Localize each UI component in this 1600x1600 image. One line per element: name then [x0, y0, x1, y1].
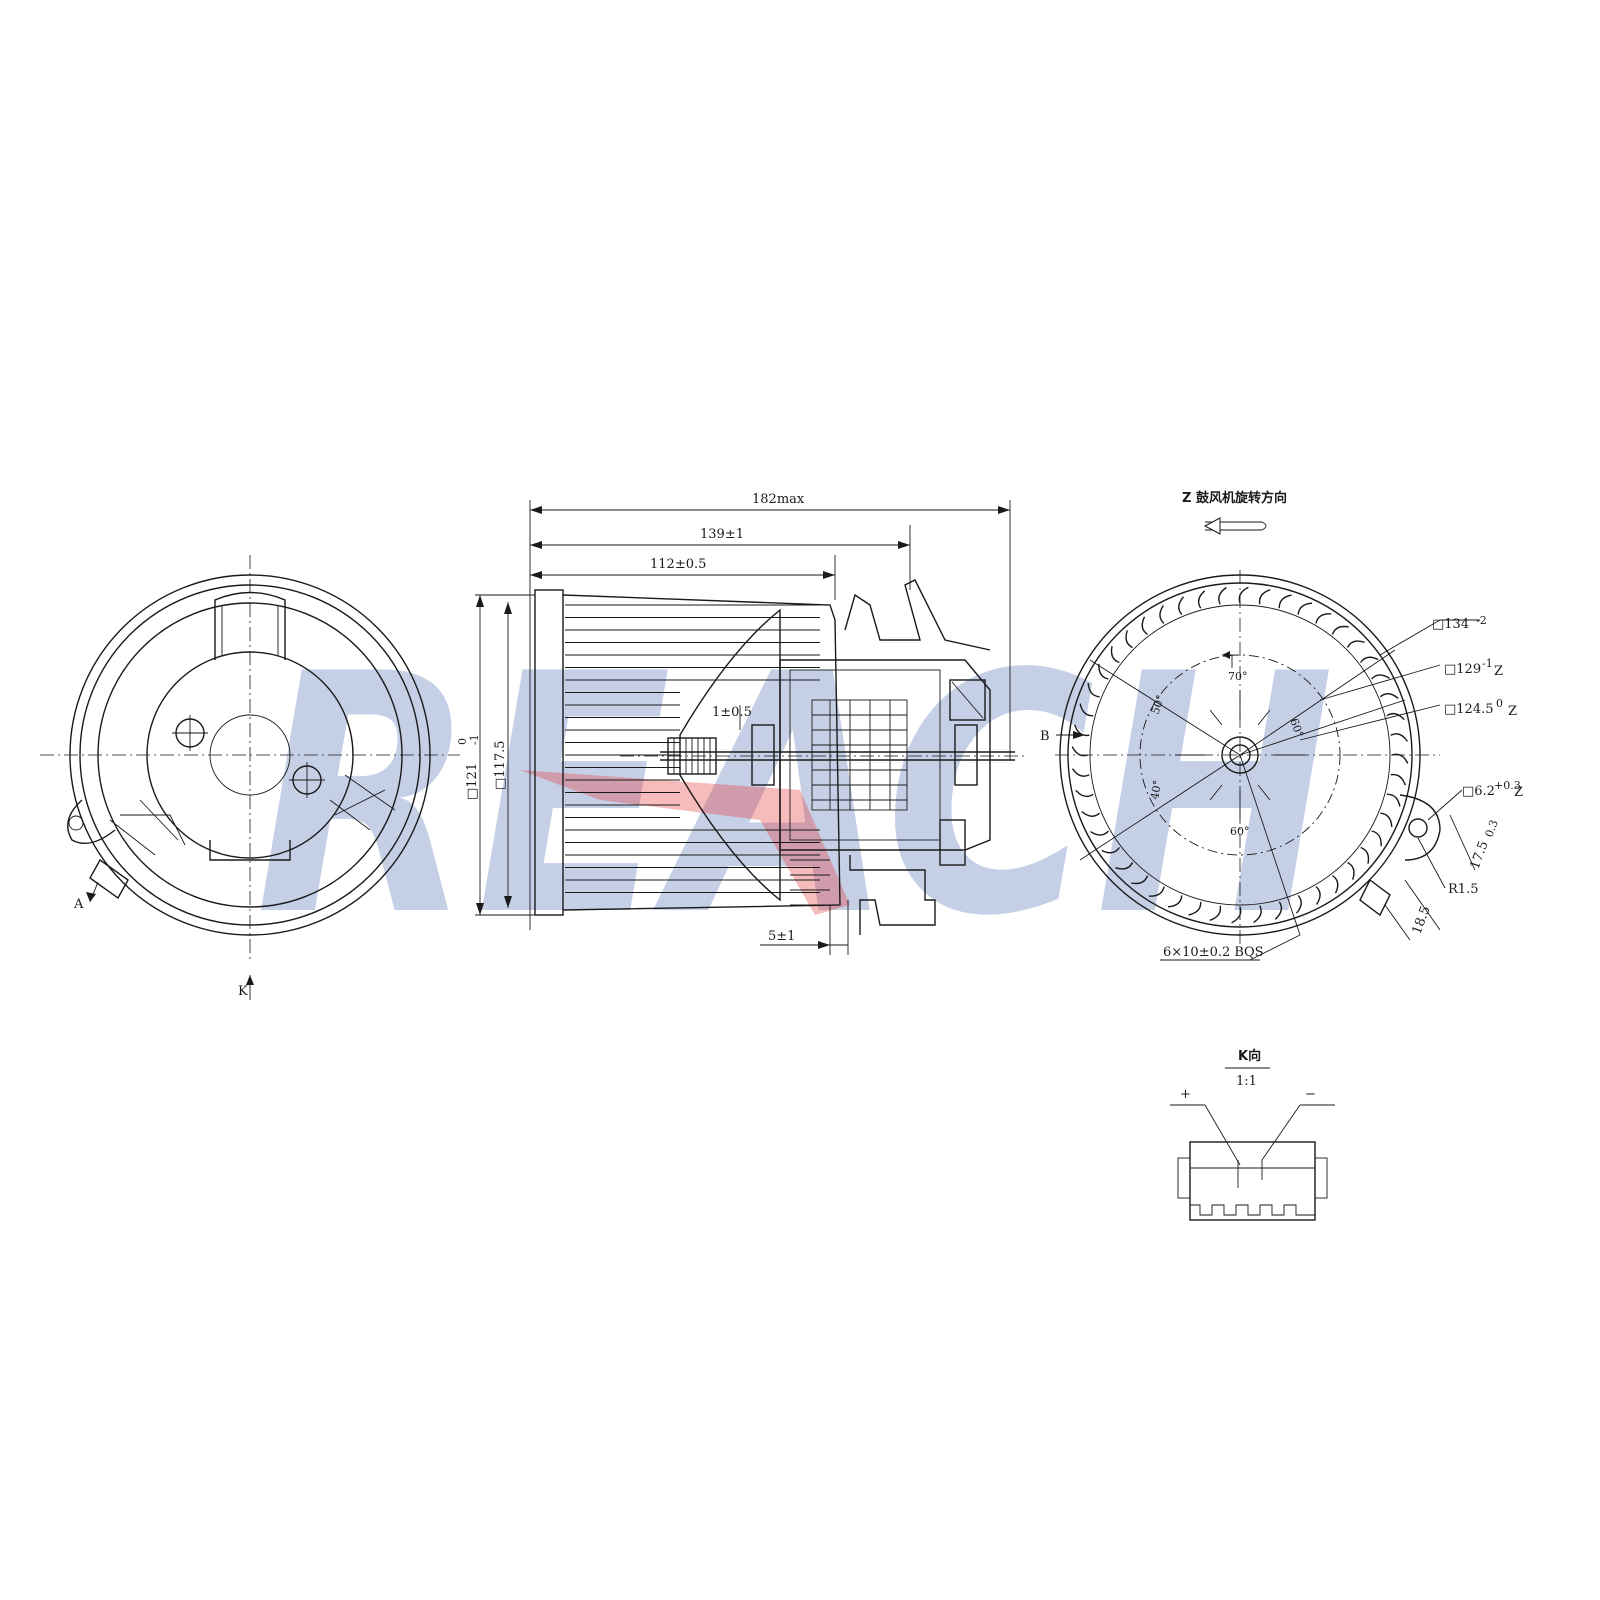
- label-a: A: [73, 897, 84, 912]
- rear-fan-blade: [1218, 586, 1227, 605]
- dim-182: 182max: [752, 492, 805, 507]
- rear-fan-blade: [1209, 905, 1222, 921]
- rear-fan-blade: [1297, 602, 1313, 615]
- rear-fan-blade: [1258, 589, 1271, 605]
- dia-129-z: Z: [1494, 664, 1503, 679]
- k-view-scale: 1:1: [1236, 1074, 1257, 1089]
- rear-fan-blade: [1346, 640, 1365, 648]
- rear-fan-blade: [1390, 733, 1409, 742]
- rear-fan-blade: [1295, 894, 1302, 914]
- rear-fan-blade: [1274, 901, 1283, 920]
- rear-fan-blade: [1347, 861, 1355, 880]
- rear-fan-blade: [1315, 886, 1321, 905]
- rear-fan-blade: [1125, 630, 1133, 649]
- angle-60a: 60°: [1287, 717, 1306, 740]
- rear-fan-blade: [1390, 773, 1406, 786]
- dia-134: □134: [1432, 617, 1469, 632]
- dim-112: 112±0.5: [650, 557, 706, 572]
- rear-fan-blade: [1110, 646, 1120, 664]
- dia-124: □124.5: [1444, 702, 1494, 717]
- rear-fan-blade: [1315, 613, 1332, 624]
- dia-129: □129: [1444, 662, 1481, 677]
- dim-121-tol-lower: -1: [468, 734, 481, 745]
- dim-offset: 5±1: [768, 929, 795, 944]
- rear-fan-blade: [1231, 906, 1242, 924]
- rear-fan-blade: [1379, 693, 1399, 700]
- label-k: K: [238, 984, 248, 999]
- rear-fan-blade: [1141, 616, 1148, 635]
- rear-view: Z 鼓风机旋转方向 70° 50° 60° 40° 60° B □1: [1040, 490, 1523, 961]
- rear-fan-blade: [1131, 875, 1149, 885]
- rear-fan-blade: [1071, 768, 1090, 777]
- front-view: A K: [40, 555, 460, 1000]
- angle-70: 70°: [1228, 670, 1248, 683]
- dia-134-tol: -2: [1476, 614, 1487, 627]
- angle-40: 40°: [1148, 779, 1164, 800]
- rear-fan-blade: [1090, 830, 1109, 836]
- watermark: REACH: [255, 604, 1335, 988]
- rear-fan-blade: [1380, 812, 1393, 828]
- rear-fan-blade: [1197, 590, 1206, 609]
- dim-185: 18.5: [1410, 904, 1434, 936]
- rear-fan-blade: [1159, 605, 1165, 624]
- hole-62-z: Z: [1514, 785, 1523, 800]
- angle-50: 50°: [1149, 693, 1168, 716]
- rear-fan-blade: [1360, 846, 1370, 864]
- k-view-minus: −: [1305, 1087, 1316, 1102]
- rotation-note: Z 鼓风机旋转方向: [1182, 490, 1287, 506]
- rear-fan-blade: [1188, 901, 1202, 916]
- rear-fan-blade: [1391, 753, 1409, 764]
- rear-fan-blade: [1148, 886, 1165, 897]
- dia-124-tol: 0: [1496, 697, 1503, 710]
- rear-fan-blade: [1101, 847, 1120, 854]
- rear-fan-blade: [1115, 862, 1134, 870]
- k-view-title: K向: [1238, 1048, 1261, 1064]
- dia-129-tol: -1: [1482, 657, 1493, 670]
- rear-fan-blade: [1371, 674, 1390, 680]
- angle-60b: 60°: [1230, 825, 1250, 838]
- side-view: 182max 139±1 112±0.5 □121 0 -1 □117.5: [456, 492, 1025, 955]
- dim-175-tol: 0.3: [1483, 818, 1501, 839]
- rear-fan-blade: [1087, 682, 1100, 698]
- dia-124-z: Z: [1508, 704, 1517, 719]
- k-view: K向 1:1 + −: [1170, 1048, 1335, 1221]
- watermark-accent: [520, 770, 850, 915]
- hole-62-tol: +0.3: [1494, 779, 1521, 792]
- rear-fan-blade: [1081, 810, 1101, 817]
- rear-fan-blade: [1360, 656, 1379, 663]
- rear-fan-blade: [1386, 712, 1405, 721]
- rear-fan-blade: [1071, 746, 1089, 757]
- watermark-text: REACH: [255, 604, 1335, 988]
- rear-fan-blade: [1238, 586, 1249, 604]
- rear-fan-blade: [1178, 596, 1185, 616]
- dim-121-tol-upper: 0: [456, 738, 469, 745]
- hole-62: □6.2: [1462, 784, 1495, 799]
- rear-fan-blade: [1386, 793, 1401, 807]
- rear-fan-blade: [1331, 625, 1349, 635]
- radius: R1.5: [1448, 882, 1478, 897]
- label-b: B: [1040, 729, 1050, 744]
- dim-gap: 1±0.5: [712, 705, 752, 720]
- dim-139: 139±1: [700, 527, 744, 542]
- rear-fan-blade: [1253, 905, 1262, 924]
- rear-fan-blade: [1332, 875, 1339, 894]
- dim-121: □121: [465, 763, 480, 800]
- rear-fan-blade: [1079, 703, 1094, 717]
- rear-fan-blade: [1278, 594, 1292, 609]
- dim-175: 17.5: [1468, 839, 1492, 871]
- k-view-plus: +: [1180, 1087, 1191, 1102]
- dim-117: □117.5: [493, 741, 508, 791]
- rear-fan-blade: [1371, 830, 1382, 847]
- screws: 6×10±0.2 BQS: [1163, 945, 1264, 960]
- rear-fan-blade: [1075, 789, 1094, 798]
- rear-fan-blade: [1167, 895, 1183, 908]
